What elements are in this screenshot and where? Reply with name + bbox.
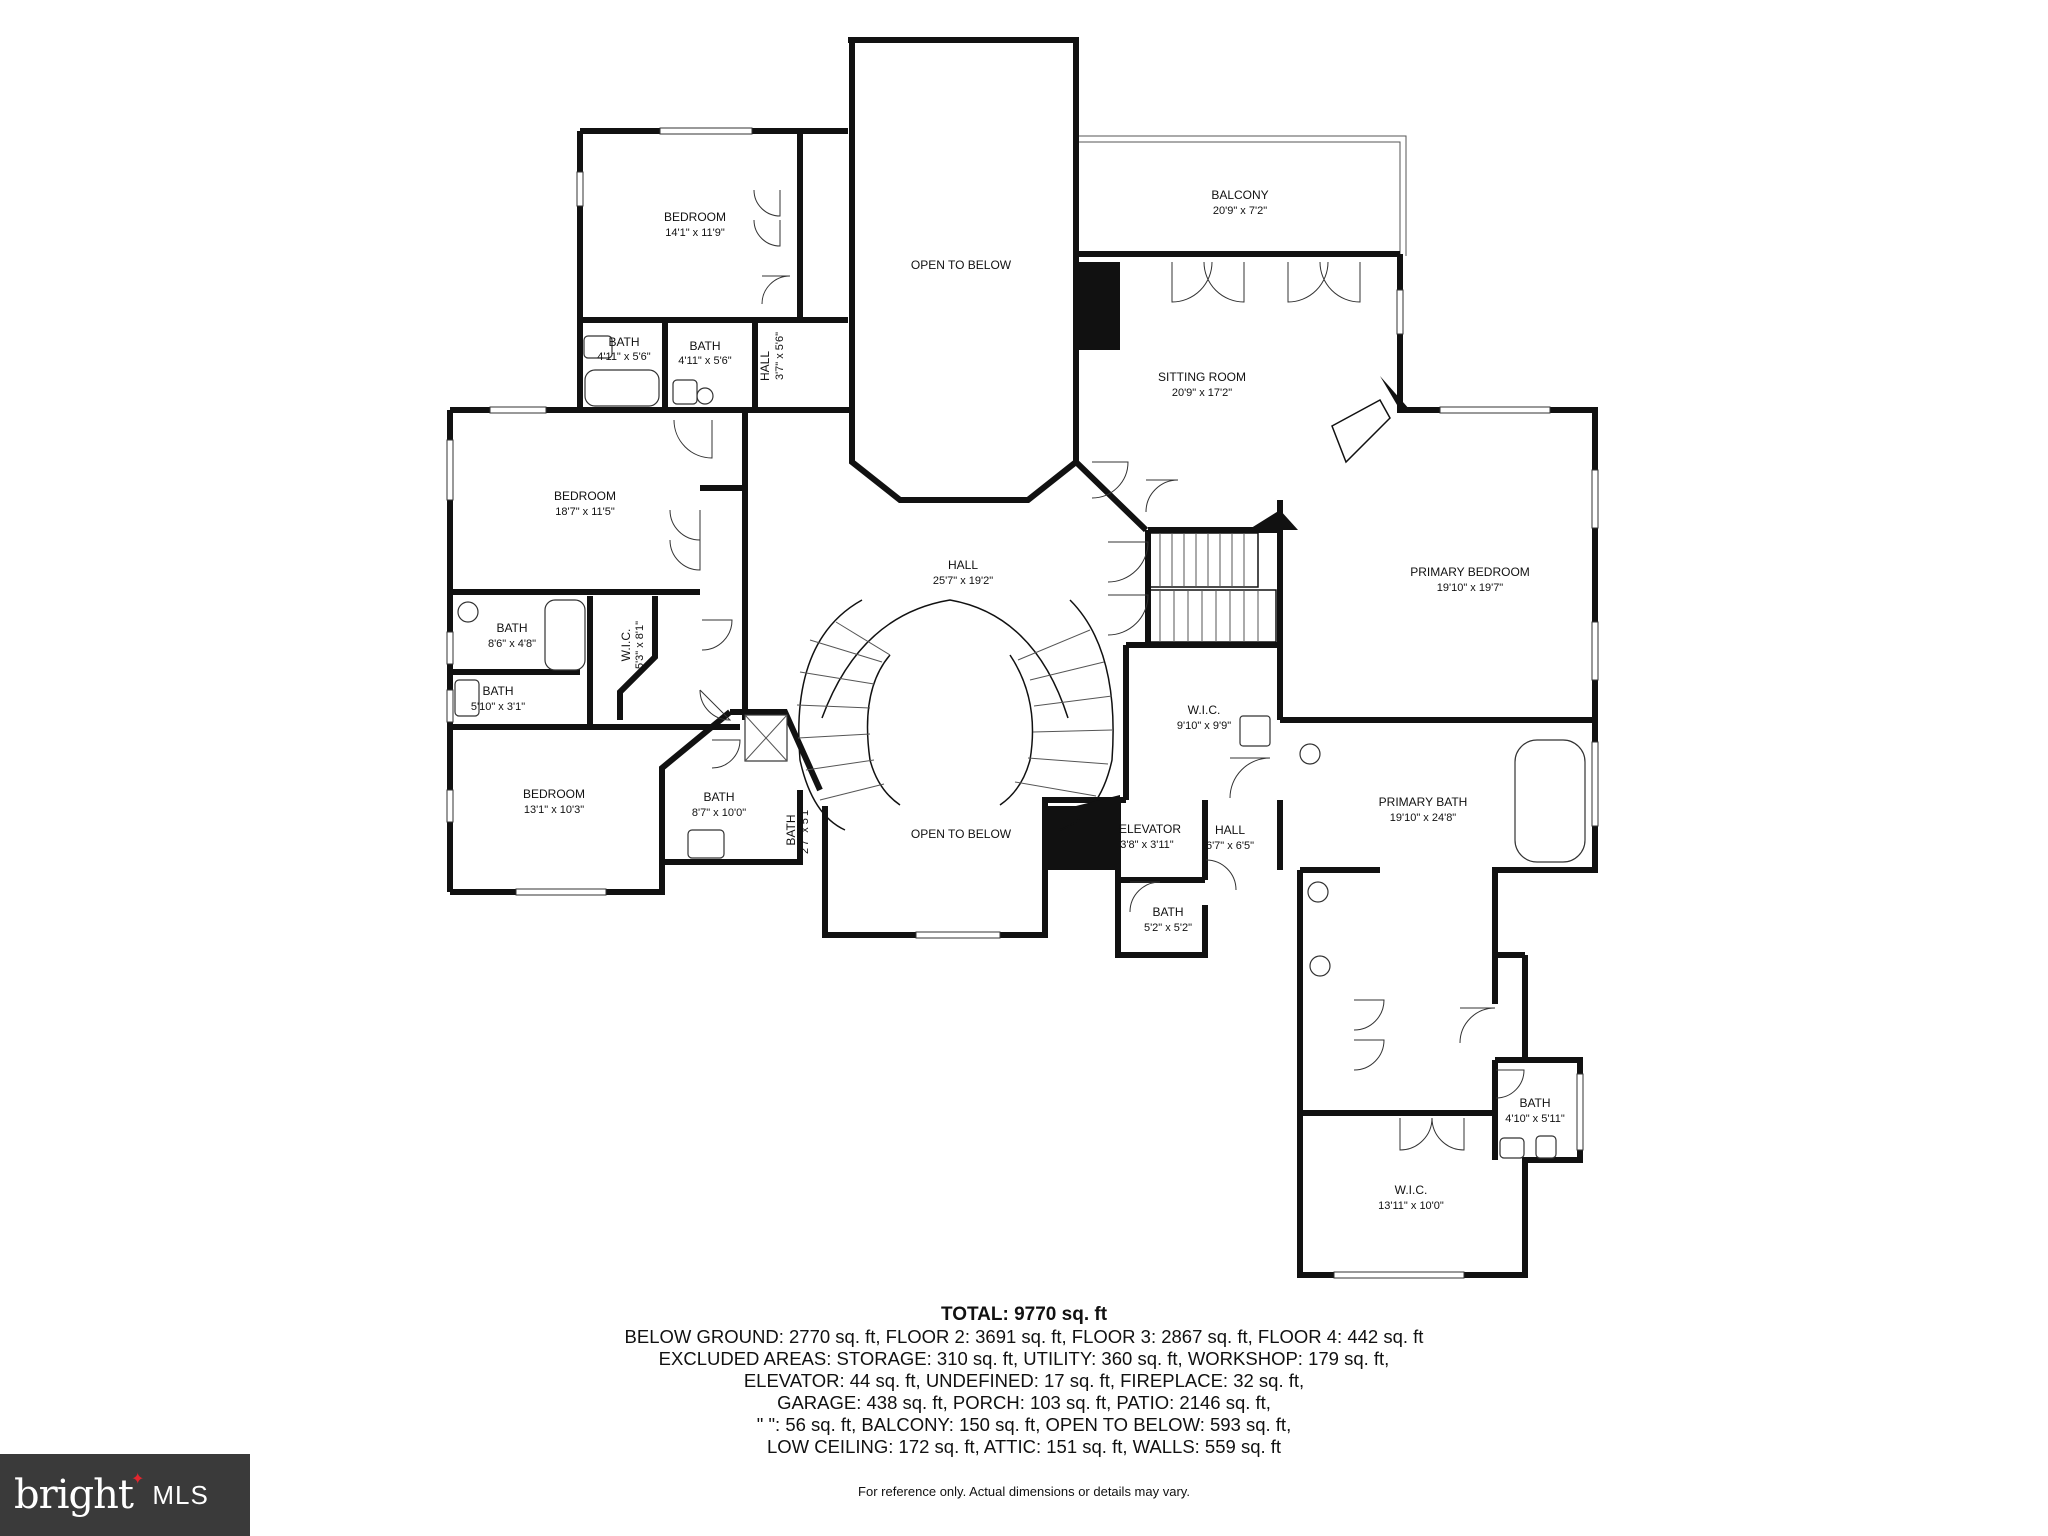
room-dim-bedroom-2: 18'7" x 11'5": [555, 506, 615, 518]
room-name-bath-1: BATH: [608, 335, 639, 349]
floor-plan: BEDROOM 14'1" x 11'9" OPEN TO BELOW BALC…: [446, 37, 1599, 1279]
room-dim-bath-7: 5'2" x 5'2": [1144, 922, 1192, 934]
room-dim-primary-bedroom: 19'10" x 19'7": [1437, 582, 1504, 594]
room-dim-wic-3: 13'11" x 10'0": [1378, 1200, 1444, 1212]
area-summary-line: EXCLUDED AREAS: STORAGE: 310 sq. ft, UTI…: [658, 1348, 1390, 1369]
area-summary-line: GARAGE: 438 sq. ft, PORCH: 103 sq. ft, P…: [777, 1392, 1271, 1413]
room-name-bedroom-2: BEDROOM: [554, 489, 616, 503]
room-name-sitting-room: SITTING ROOM: [1158, 370, 1246, 384]
solid-wall-fills: [1045, 262, 1410, 870]
room-dim-bath-2: 4'11" x 5'6": [678, 355, 731, 367]
room-name-bath-5: BATH: [703, 790, 734, 804]
room-name-bath-6: BATH: [784, 814, 798, 845]
bright-mls-logo: bright ✦ MLS: [0, 1454, 250, 1536]
room-name-wic-2: W.I.C.: [1188, 703, 1221, 717]
room-dim-bath-1: 4'11" x 5'6": [597, 351, 650, 363]
area-summary-line: BELOW GROUND: 2770 sq. ft, FLOOR 2: 3691…: [624, 1326, 1424, 1347]
room-name-hall-main: HALL: [948, 558, 978, 572]
logo-star-icon: ✦: [130, 1471, 145, 1488]
room-dim-bath-8: 4'10" x 5'11": [1505, 1113, 1565, 1125]
bath-fixtures: [454, 335, 1586, 1159]
room-name-primary-bath: PRIMARY BATH: [1379, 795, 1468, 809]
room-dim-bath-5: 8'7" x 10'0": [692, 807, 746, 819]
room-name-wic-3: W.I.C.: [1395, 1183, 1428, 1197]
area-summary-line: ELEVATOR: 44 sq. ft, UNDEFINED: 17 sq. f…: [743, 1370, 1305, 1391]
room-name-bath-7: BATH: [1152, 905, 1183, 919]
windows: [446, 127, 1599, 1279]
room-name-hall-small: HALL: [758, 351, 772, 381]
area-summary-line: LOW CEILING: 172 sq. ft, ATTIC: 151 sq. …: [766, 1436, 1282, 1457]
room-dim-hall-small: 3'7" x 5'6": [774, 332, 786, 380]
room-labels: BEDROOM 14'1" x 11'9" OPEN TO BELOW BALC…: [471, 188, 1565, 1212]
room-name-bath-4: BATH: [482, 684, 513, 698]
doors: [669, 189, 1525, 1151]
room-dim-wic-1: 5'3" x 8'1": [634, 621, 646, 669]
room-name-balcony: BALCONY: [1211, 188, 1268, 202]
area-total: TOTAL: 9770 sq. ft: [940, 1304, 1108, 1325]
room-name-bath-2: BATH: [689, 339, 720, 353]
room-name-primary-bedroom: PRIMARY BEDROOM: [1410, 565, 1530, 579]
room-dim-hall-2: 6'7" x 6'5": [1206, 840, 1254, 852]
room-name-wic-1: W.I.C.: [619, 629, 633, 662]
room-dim-bath-6: 2'7" x 5'1": [799, 806, 811, 854]
room-name-elevator: ELEVATOR: [1119, 822, 1181, 836]
room-dim-hall-main: 25'7" x 19'2": [933, 575, 993, 587]
room-dim-elevator: 3'8" x 3'11": [1120, 839, 1173, 851]
room-dim-bath-4: 5'10" x 3'1": [471, 701, 525, 713]
room-dim-bath-3: 8'6" x 4'8": [488, 638, 536, 650]
room-name-open-to-below-bottom: OPEN TO BELOW: [911, 827, 1012, 841]
room-dim-balcony: 20'9" x 7'2": [1213, 205, 1267, 217]
spiral-stairs: [796, 599, 1114, 831]
room-name-bedroom-1: BEDROOM: [664, 210, 726, 224]
logo-brand: bright: [14, 1472, 134, 1518]
room-name-open-to-below-top: OPEN TO BELOW: [911, 258, 1012, 272]
room-dim-sitting-room: 20'9" x 17'2": [1172, 387, 1232, 399]
room-dim-wic-2: 9'10" x 9'9": [1177, 720, 1231, 732]
room-dim-bedroom-3: 13'1" x 10'3": [524, 804, 584, 816]
room-dim-primary-bath: 19'10" x 24'8": [1390, 812, 1457, 824]
area-summary-line: " ": 56 sq. ft, BALCONY: 150 sq. ft, OPE…: [756, 1414, 1292, 1435]
room-name-bath-3: BATH: [496, 621, 527, 635]
straight-stairs: [1149, 398, 1391, 643]
room-name-hall-2: HALL: [1215, 823, 1245, 837]
disclaimer: For reference only. Actual dimensions or…: [858, 1484, 1190, 1499]
room-dim-bedroom-1: 14'1" x 11'9": [665, 227, 725, 239]
balcony-rail: [1078, 135, 1407, 256]
logo-mls: MLS: [152, 1479, 209, 1510]
area-summary: TOTAL: 9770 sq. ft BELOW GROUND: 2770 sq…: [0, 1304, 2048, 1458]
room-name-bath-8: BATH: [1519, 1096, 1550, 1110]
room-name-bedroom-3: BEDROOM: [523, 787, 585, 801]
